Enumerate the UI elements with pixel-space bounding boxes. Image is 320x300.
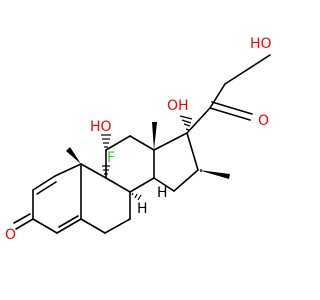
label-h-c8: H — [137, 201, 148, 217]
bond-c21-oh — [224, 54, 271, 85]
bond-c20-o-double — [211, 101, 253, 115]
hash-c11-oh — [101, 134, 111, 148]
bond-c13-c17 — [153, 132, 188, 151]
bond-c1-c2-double — [36, 181, 57, 195]
bond-c17-c16 — [186, 132, 199, 171]
label-ketone-c20: O — [258, 113, 269, 129]
bond-c15-c14 — [153, 177, 175, 192]
bond-c20-o — [209, 107, 251, 121]
wedge-c16-methyl — [198, 170, 230, 179]
bond-c6-c7 — [104, 218, 131, 234]
bond-c12-c13 — [129, 135, 155, 151]
label-ketone-c3: O — [5, 227, 16, 243]
bond-c1-c2 — [32, 175, 56, 191]
bond-c3-c4 — [32, 218, 58, 234]
bond-c14-c8 — [129, 177, 155, 193]
bond-c3-o — [15, 218, 34, 230]
wedge-c13-methyl — [152, 122, 157, 150]
label-oh-c11: HO — [90, 119, 112, 135]
bond-c1-c10 — [54, 163, 82, 177]
label-fluoro: F — [107, 150, 115, 166]
dexamethasone-structure: HO HO OH F O O H H — [5, 36, 272, 243]
bond-c11-c12 — [105, 135, 131, 151]
label-ho-top: HO — [250, 36, 272, 52]
bond-c3-o-double — [13, 213, 31, 224]
bond-c20-c21 — [209, 83, 226, 109]
bond-c8-c9 — [105, 177, 131, 193]
bond-c4-c5 — [56, 218, 82, 234]
wedge-c10-methyl — [66, 147, 81, 164]
bond-c17-c20 — [186, 107, 211, 134]
bond-c4-c5-double — [58, 215, 79, 228]
bond-c5-c6 — [80, 218, 106, 234]
bond-c9-c10 — [80, 163, 107, 179]
label-h-c14: H — [157, 185, 168, 201]
hash-c9-f — [102, 165, 110, 175]
label-oh-c17: OH — [167, 98, 189, 114]
hash-c17-oh — [179, 115, 193, 131]
molecule-canvas: HO HO OH F O O H H — [5, 36, 272, 243]
bond-c16-c15 — [173, 169, 199, 192]
hash-c8-h — [131, 192, 142, 201]
